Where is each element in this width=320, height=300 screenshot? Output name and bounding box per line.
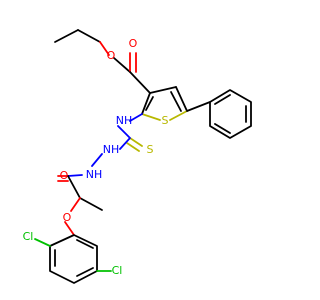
molecule-diagram: O O S NH S NH NH O O Cl Cl: [22, 29, 252, 284]
oxygen-label-ether: O: [63, 211, 72, 224]
bond-ether-o-2: [64, 221, 75, 236]
bond-amide-n: [67, 174, 83, 177]
oxygen-label-ester-carbonyl: O: [129, 37, 138, 50]
bond-ester-o: [99, 41, 110, 56]
bond-thiophene-1: [149, 86, 177, 94]
bond-thiophene-phenyl: [186, 101, 211, 112]
dichlorophenyl-double-2: [76, 267, 94, 277]
bond-thiophene-3: [141, 92, 151, 115]
bond-methyl: [79, 197, 103, 211]
chlorine-label-meta: Cl: [112, 264, 123, 277]
phenyl-double-3: [214, 123, 231, 134]
bond-ethyl-2: [77, 29, 101, 43]
bond-ether-o-1: [70, 197, 81, 212]
bond-thiourea-nh: [119, 137, 131, 150]
bond-thiophene-s-2: [141, 113, 161, 121]
bond-ethyl-1: [54, 29, 79, 43]
phenyl-double-1: [214, 94, 231, 105]
oxygen-label-amide: O: [60, 169, 69, 182]
nh-label-hydrazine-lower: NH: [86, 168, 103, 181]
phenyl-ring: [209, 89, 252, 139]
bond-thiophene-nh: [129, 113, 143, 122]
bond-thione-2: [126, 142, 140, 152]
bond-amide-ch: [67, 175, 81, 199]
bond-thiophene-s-1: [169, 110, 188, 121]
bond-ester-thiophene: [129, 71, 151, 94]
dichlorophenyl-double-1: [76, 239, 94, 249]
bond-thiophene-double-2: [145, 96, 154, 111]
bond-hydrazine: [91, 153, 103, 167]
oxygen-label-ester: O: [107, 49, 116, 62]
bond-thione-1: [129, 137, 143, 147]
chlorine-label-ortho: Cl: [23, 230, 34, 243]
nh-label-thiophene: NH: [116, 114, 133, 127]
bond-thiophene-double-1: [170, 91, 182, 112]
dichlorophenyl-ring: [49, 234, 98, 284]
sulfur-label-thiophene: S: [162, 114, 169, 127]
bond-nh-thiourea-c: [117, 125, 131, 139]
molecule-structure: O O S NH S NH NH O O Cl Cl: [23, 29, 252, 284]
bond-cl-ortho: [34, 238, 51, 247]
sulfur-label-thione: S: [147, 143, 154, 156]
bond-o-carbonyl-c: [113, 57, 131, 73]
nh-label-hydrazine-upper: NH: [103, 143, 120, 156]
bond-thiophene-2: [175, 86, 188, 112]
